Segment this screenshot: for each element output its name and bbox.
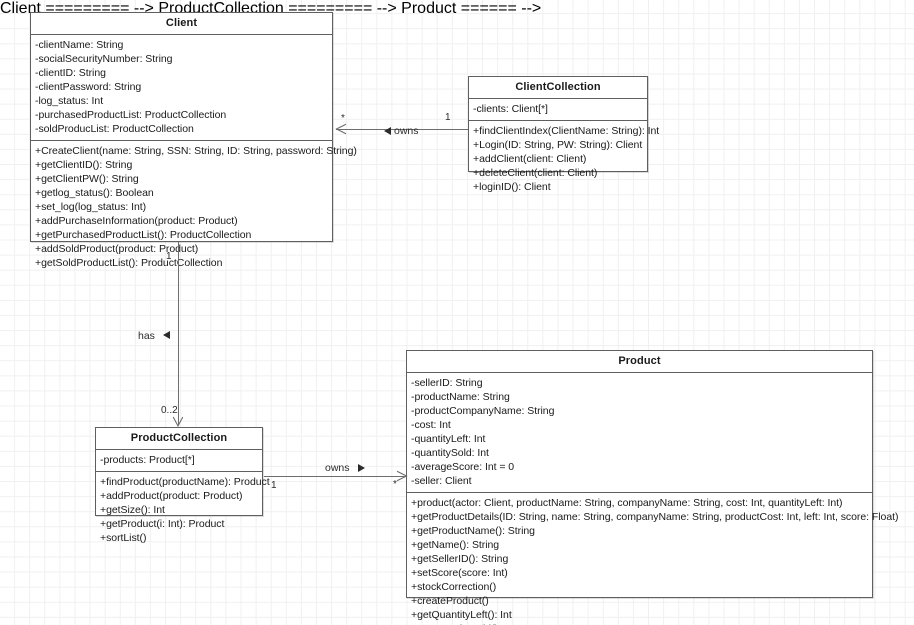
class-box-client-collection[interactable]: ClientCollection -clients: Client[*] +fi… [468, 76, 659, 193]
attribute-row: -clients: Client[*] [473, 103, 548, 115]
reading-direction-marker-has [163, 331, 170, 339]
attribute-row: -socialSecurityNumber: String [35, 53, 173, 65]
class-methods-product: +product(actor: Client, productName: Str… [407, 493, 899, 625]
multiplicity-product-owns-end: * [393, 479, 397, 490]
attribute-row: -clientPassword: String [35, 81, 142, 93]
attribute-row: -productCompanyName: String [411, 405, 555, 417]
class-box-product-collection[interactable]: ProductCollection -products: Product[*] … [95, 427, 270, 544]
attribute-row: -clientID: String [35, 67, 106, 79]
attribute-row: -quantityLeft: Int [411, 433, 486, 445]
method-row: +createProduct() [411, 595, 489, 607]
multiplicity-client-has-end: 1 [166, 251, 172, 262]
class-title-client: Client [31, 13, 332, 35]
multiplicity-productcollection-owns-end: 1 [271, 480, 277, 491]
multiplicity-productcollection-has-end: 0..2 [161, 405, 178, 416]
class-methods-client-collection: +findClientIndex(ClientName: String): In… [469, 121, 660, 198]
method-row: +getProductName(): String [411, 525, 535, 537]
class-title-product-collection: ProductCollection [96, 428, 262, 450]
attribute-row: -soldProducList: ProductCollection [35, 123, 194, 135]
association-label-has: has [138, 330, 155, 342]
association-line-client-productcollection [178, 242, 179, 425]
attribute-row: -sellerID: String [411, 377, 483, 389]
method-row: +getSoldProductList(): ProductCollection [35, 257, 223, 269]
method-row: +addClient(client: Client) [473, 153, 587, 165]
class-attributes-product-collection: -products: Product[*] [96, 450, 262, 472]
attribute-row: -log_status: Int [35, 95, 104, 107]
attribute-row: -purchasedProductList: ProductCollection [35, 109, 227, 121]
attribute-row: -productName: String [411, 391, 510, 403]
method-row: +getSize(): Int [100, 504, 165, 516]
method-row: +loginID(): Client [473, 181, 551, 193]
method-row: +getClientID(): String [35, 159, 133, 171]
method-row: +findClientIndex(ClientName: String): In… [473, 125, 660, 137]
attribute-row: -quantitySold: Int [411, 447, 489, 459]
association-line-productcollection-product [264, 476, 406, 477]
method-row: +CreateClient(name: String, SSN: String,… [35, 145, 357, 157]
method-row: +deleteClient(client: Client) [473, 167, 598, 179]
method-row: +sortList() [100, 532, 147, 544]
class-box-client[interactable]: Client -clientName: String -socialSecuri… [30, 12, 357, 269]
method-row: +stockCorrection() [411, 581, 497, 593]
class-title-client-collection: ClientCollection [469, 77, 647, 99]
class-methods-product-collection: +findProduct(productName): Product +addP… [96, 472, 270, 549]
method-row: +getlog_status(): Boolean [35, 187, 154, 199]
association-line-clientcollection-client [336, 129, 468, 130]
method-row: +getProductDetails(ID: String, name: Str… [411, 511, 899, 523]
method-row: +findProduct(productName): Product [100, 476, 270, 488]
method-row: +addPurchaseInformation(product: Product… [35, 215, 238, 227]
method-row: +getPurchasedProductList(): ProductColle… [35, 229, 252, 241]
method-row: +getSellerID(): String [411, 553, 509, 565]
method-row: +Login(ID: String, PW: String): Client [473, 139, 643, 151]
attribute-row: -cost: Int [411, 419, 451, 431]
reading-direction-marker-owns-left [384, 127, 391, 135]
method-row: +getClientPW(): String [35, 173, 139, 185]
method-row: +product(actor: Client, productName: Str… [411, 497, 843, 509]
method-row: +getName(): String [411, 539, 500, 551]
class-methods-client: +CreateClient(name: String, SSN: String,… [31, 141, 357, 274]
method-row: +addProduct(product: Product) [100, 490, 243, 502]
multiplicity-clientcollection-end: 1 [445, 112, 451, 123]
attribute-row: -averageScore: Int = 0 [411, 461, 515, 473]
class-attributes-client: -clientName: String -socialSecurityNumbe… [31, 35, 332, 141]
method-row: +getQuantitySold(): Int [411, 622, 868, 625]
attribute-row: -products: Product[*] [100, 454, 195, 466]
class-title-product: Product [407, 351, 872, 373]
association-label-owns-client: owns [394, 125, 419, 137]
association-label-owns-product: owns [325, 462, 350, 474]
attribute-row: -clientName: String [35, 39, 124, 51]
method-row: +getProduct(i: Int): Product [100, 518, 225, 530]
reading-direction-marker-owns-right [358, 464, 365, 472]
class-attributes-product: -sellerID: String -productName: String -… [407, 373, 872, 493]
attribute-row: -seller: Client [411, 475, 472, 487]
class-box-product[interactable]: Product -sellerID: String -productName: … [406, 350, 898, 625]
method-row: +setScore(score: Int) [411, 567, 508, 579]
method-row: +set_log(log_status: Int) [35, 201, 147, 213]
class-attributes-client-collection: -clients: Client[*] [469, 99, 647, 121]
method-row: +getQuantityLeft(): Int [411, 609, 512, 621]
method-row: +addSoldProduct(product: Product) [35, 243, 199, 255]
multiplicity-client-end: * [341, 113, 345, 124]
